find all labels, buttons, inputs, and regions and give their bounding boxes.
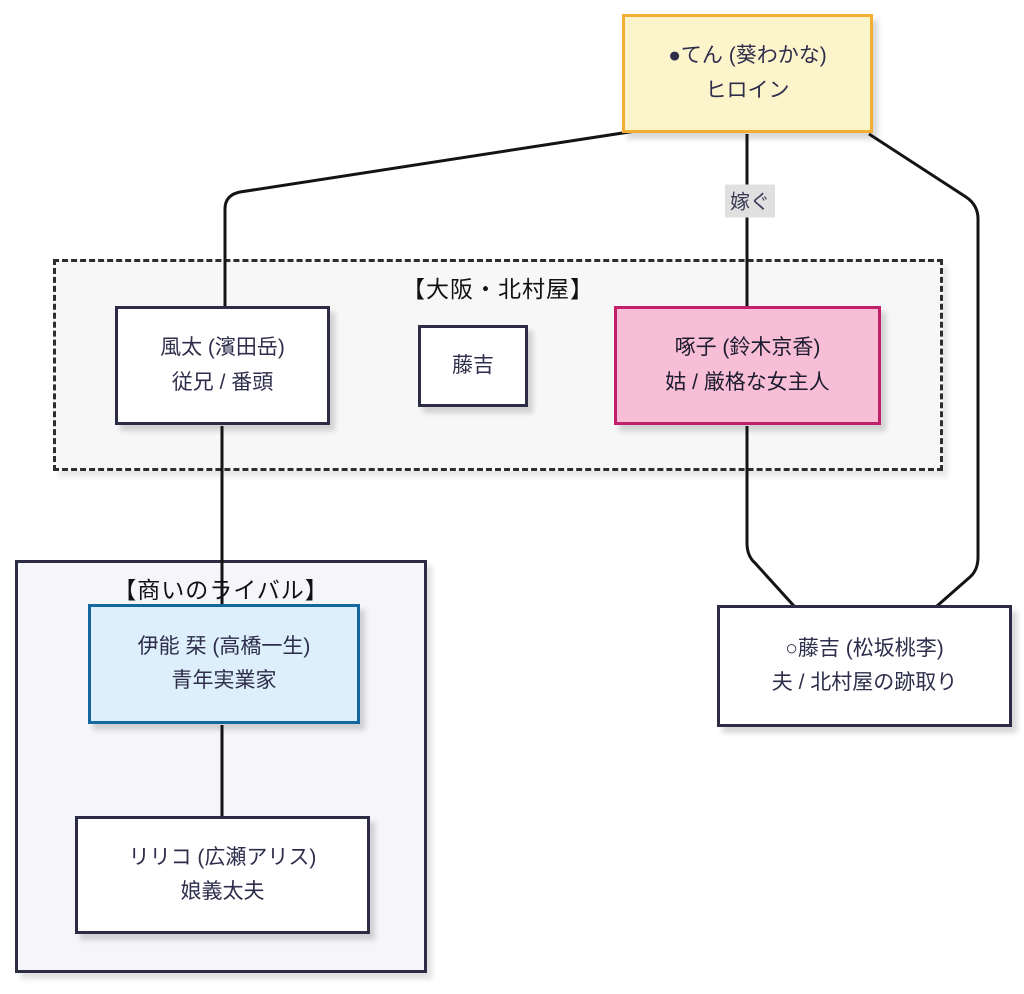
node-takuko-name: 啄子 (鈴木京香) (674, 336, 821, 360)
node-ririko: リリコ (広瀬アリス) 娘義太夫 (75, 816, 370, 934)
cluster-title-business-rival: 【商いのライバル】 (113, 577, 329, 603)
node-shiori-role: 青年実業家 (171, 669, 277, 692)
node-ten-name: ●てん (葵わかな) (668, 44, 827, 68)
node-ririko-name: リリコ (広瀬アリス) (128, 845, 317, 869)
node-shiori-name: 伊能 栞 (高橋一生) (137, 634, 311, 658)
node-ten-heroine: ●てん (葵わかな) ヒロイン (622, 14, 873, 133)
node-fuuta-name: 風太 (濱田岳) (160, 336, 285, 360)
node-inou-shiori: 伊能 栞 (高橋一生) 青年実業家 (88, 604, 360, 724)
node-fuuta-role: 従兄 / 番頭 (171, 370, 274, 394)
node-tokichi-mini-name: 藤吉 (452, 353, 494, 377)
node-takuko-role: 姑 / 厳格な女主人 (665, 370, 830, 394)
cluster-title-osaka-kitamuraya: 【大阪・北村屋】 (402, 276, 594, 302)
node-tokichi-name: ○藤吉 (松坂桃李) (785, 636, 944, 660)
node-tokichi-husband: ○藤吉 (松坂桃李) 夫 / 北村屋の跡取り (717, 605, 1012, 727)
node-tokichi-role: 夫 / 北村屋の跡取り (771, 671, 958, 694)
node-ten-role: ヒロイン (705, 78, 790, 102)
edge-label-marry: 嫁ぐ (725, 184, 775, 218)
node-fuuta: 風太 (濱田岳) 従兄 / 番頭 (115, 306, 330, 425)
node-ririko-role: 娘義太夫 (180, 880, 265, 903)
node-takuko-mother-in-law: 啄子 (鈴木京香) 姑 / 厳格な女主人 (614, 306, 881, 425)
node-tokichi-mini: 藤吉 (418, 325, 528, 407)
